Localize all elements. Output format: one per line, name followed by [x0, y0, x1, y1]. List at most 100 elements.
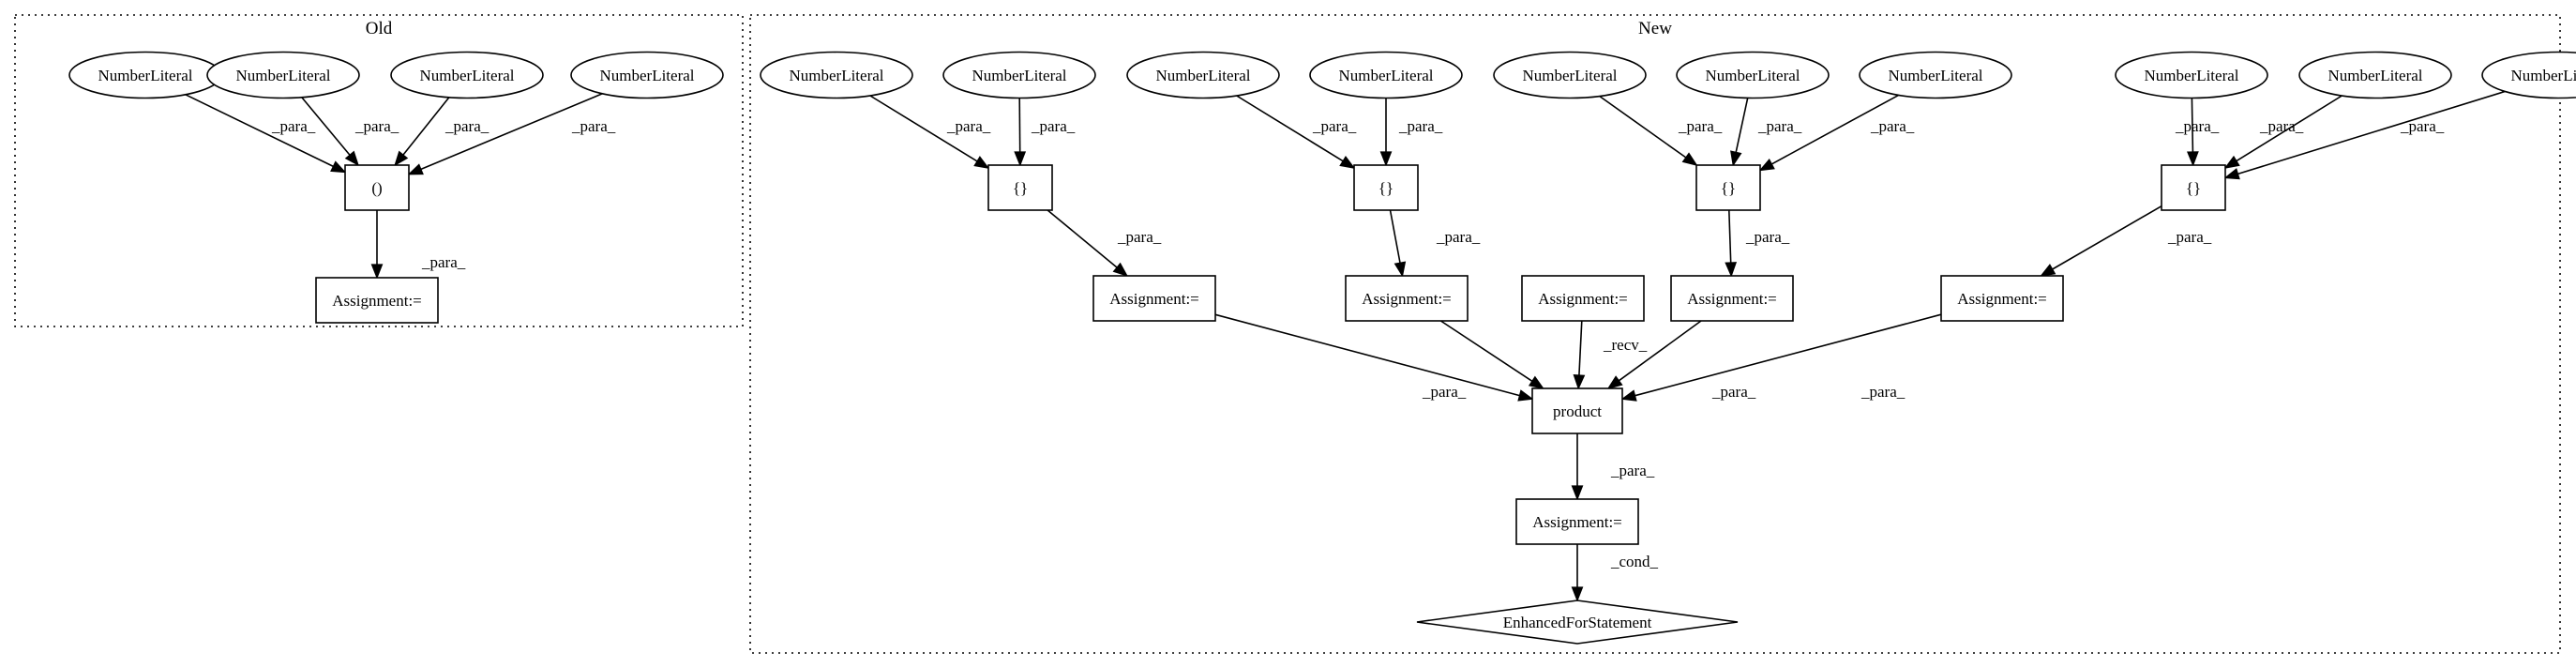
edge-line	[1599, 95, 1687, 159]
edge-label: _para_	[1031, 117, 1076, 135]
node-shape	[344, 164, 410, 211]
edge-o_n2-to-o_paren: _para_	[301, 97, 399, 167]
node-shape	[1353, 164, 1419, 211]
edge-n_l1-to-n_b1: _para_	[869, 95, 991, 170]
edge-line	[1770, 94, 1899, 165]
edge-line	[1735, 98, 1749, 153]
numberliteral-ellipse-node: NumberLiteral	[760, 51, 913, 99]
edge-line	[1728, 209, 1732, 264]
edge-label: _para_	[1312, 117, 1357, 135]
-box-node: ()	[344, 164, 410, 211]
arrowhead	[1014, 151, 1027, 167]
edge-n_a5-to-n_prod: _para_	[1620, 313, 1942, 402]
numberliteral-ellipse-node: NumberLiteral	[570, 51, 724, 99]
edge-label: _cond_	[1610, 553, 1659, 570]
arrowhead	[1730, 150, 1742, 167]
edge-label: _para_	[2175, 117, 2220, 135]
edge-label: _para_	[2400, 117, 2445, 135]
node-shape	[1515, 498, 1639, 545]
edge-n_l2-to-n_b1: _para_	[1014, 98, 1076, 167]
arrowhead	[1379, 151, 1393, 167]
node-label: Assignment:=	[332, 292, 422, 310]
edge-label: _para_	[1398, 117, 1443, 135]
edge-n_b2-to-n_a2: _para_	[1389, 209, 1481, 278]
edge-label: _para_	[1117, 228, 1162, 246]
edge-line	[1634, 313, 1942, 397]
node-shape	[1126, 51, 1280, 99]
arrowhead	[344, 150, 360, 167]
edge-o_n4-to-o_paren: _para_	[407, 93, 616, 175]
node-shape	[1416, 600, 1739, 645]
numberliteral-ellipse-node: NumberLiteral	[2298, 51, 2452, 99]
node-shape	[1940, 275, 2064, 322]
node-label: NumberLiteral	[235, 67, 330, 84]
node-shape	[942, 51, 1096, 99]
node-label: NumberLiteral	[1888, 67, 1982, 84]
edge-n_b4-to-n_a5: _para_	[2040, 205, 2212, 277]
arrowhead	[1620, 389, 1637, 402]
node-label: Assignment:=	[1109, 290, 1199, 308]
-box-node: {}	[1695, 164, 1761, 211]
numberliteral-ellipse-node: NumberLiteral	[1859, 51, 2012, 99]
numberliteral-ellipse-node: NumberLiteral	[1126, 51, 1280, 99]
edge-line	[402, 97, 450, 156]
-box-node: {}	[2161, 164, 2226, 211]
numberliteral-ellipse-node: NumberLiteral	[2481, 51, 2576, 99]
edge-label: _para_	[1610, 462, 1655, 479]
numberliteral-ellipse-node: NumberLiteral	[942, 51, 1096, 99]
arrowhead	[330, 160, 347, 174]
edge-n_a6-to-n_efs: _cond_	[1571, 544, 1659, 602]
node-shape	[760, 51, 913, 99]
node-shape	[1859, 51, 2012, 99]
arrowhead	[2040, 264, 2056, 277]
node-shape	[2298, 51, 2452, 99]
arrowhead	[1112, 262, 1129, 278]
edge-label: _para_	[354, 117, 399, 135]
arrowhead	[2187, 151, 2199, 167]
arrowhead	[1528, 375, 1544, 389]
edge-line	[2052, 205, 2162, 270]
edge-line	[1389, 209, 1401, 264]
node-label: Assignment:=	[1687, 290, 1777, 308]
edge-n_b3-to-n_a4: _para_	[1725, 209, 1790, 278]
assignment-box-node: Assignment:=	[1092, 275, 1216, 322]
arrowhead	[973, 156, 990, 170]
node-label: NumberLiteral	[1705, 67, 1800, 84]
edge-label: _para_	[1870, 117, 1915, 135]
node-shape	[1531, 387, 1623, 434]
arrowhead	[2223, 155, 2240, 169]
node-label: {}	[2186, 179, 2201, 197]
node-shape	[1676, 51, 1830, 99]
node-label: {}	[1378, 179, 1393, 197]
edge-n_l3-to-n_b2: _para_	[1236, 95, 1357, 169]
numberliteral-ellipse-node: NumberLiteral	[390, 51, 544, 99]
edge-line	[869, 95, 978, 162]
node-label: NumberLiteral	[1155, 67, 1250, 84]
arrowhead	[1339, 156, 1356, 169]
product-box-node: product	[1531, 387, 1623, 434]
edge-n_prod-to-n_a6: _para_	[1571, 433, 1655, 501]
node-label: Assignment:=	[1532, 513, 1622, 531]
edge-n_l7-to-n_b3: _para_	[1758, 94, 1915, 172]
node-label: NumberLiteral	[98, 67, 192, 84]
-box-node: {}	[987, 164, 1053, 211]
arrowhead	[2223, 168, 2240, 180]
node-shape	[315, 277, 439, 324]
edge-label: _para_	[421, 253, 466, 271]
edge-line	[1618, 320, 1702, 382]
node-shape	[1695, 164, 1761, 211]
assignment-box-node: Assignment:=	[315, 277, 439, 324]
edge-line	[1047, 209, 1118, 268]
node-label: NumberLiteral	[1522, 67, 1617, 84]
cluster-old-label: Old	[366, 19, 393, 38]
edge-label: _para_	[1678, 117, 1723, 135]
node-shape	[1092, 275, 1216, 322]
node-shape	[390, 51, 544, 99]
edge-n_a4-to-n_prod: _para_	[1606, 320, 1756, 401]
edge-label: _recv_	[1603, 336, 1648, 354]
edge-label: _para_	[1711, 383, 1756, 401]
edge-n_l4-to-n_b2: _para_	[1379, 98, 1443, 167]
node-shape	[1309, 51, 1463, 99]
edge-n_l6-to-n_b3: _para_	[1730, 98, 1802, 167]
node-shape	[2115, 51, 2268, 99]
